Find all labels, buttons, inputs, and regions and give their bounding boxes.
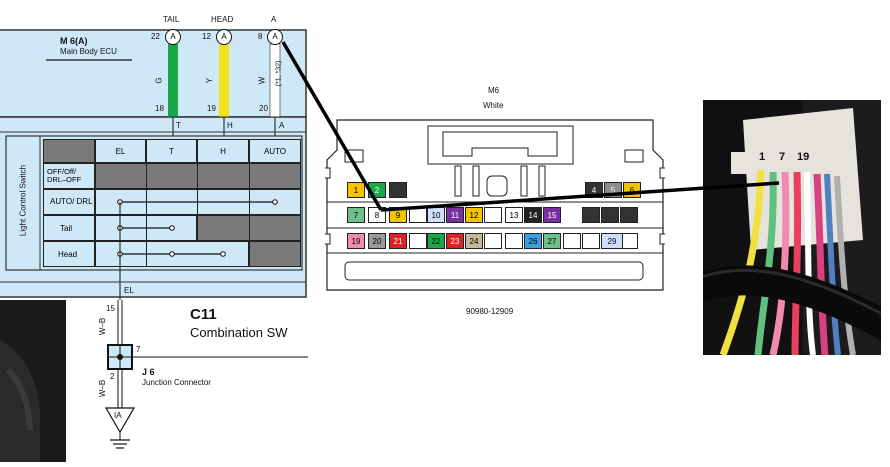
switch-connections bbox=[117, 199, 278, 268]
connector-pin: 12 bbox=[465, 207, 483, 223]
junction-id: J 6 bbox=[142, 367, 155, 377]
connector-pin: 8 bbox=[368, 207, 386, 223]
ecu-id: M 6(A) bbox=[60, 36, 88, 46]
terminal-label-tail: TAIL bbox=[163, 15, 180, 24]
connector-pin: 21 bbox=[389, 233, 407, 249]
table-header-h: H bbox=[197, 139, 249, 163]
dark-photo-fragment bbox=[0, 300, 66, 462]
connector-pin: 26 bbox=[524, 233, 542, 249]
connector-pin: 27 bbox=[543, 233, 561, 249]
connector-pin: 20 bbox=[368, 233, 386, 249]
photo-pin-label-19: 19 bbox=[797, 151, 810, 163]
connector-pin-empty bbox=[620, 207, 638, 223]
connector-part-number: 90980-12909 bbox=[466, 307, 514, 316]
connector-pin: 7 bbox=[347, 207, 365, 223]
connector-pin-empty bbox=[563, 233, 581, 249]
bottom-pin-head: 19 bbox=[207, 104, 216, 113]
connector-pin-empty bbox=[409, 207, 427, 223]
table-row-auto: AUTO/ DRL bbox=[43, 189, 95, 215]
terminal-circle-tail: A bbox=[165, 29, 181, 45]
ecu-name: Main Body ECU bbox=[60, 47, 117, 56]
connector-pin: 9 bbox=[389, 207, 407, 223]
connector-body bbox=[325, 119, 665, 291]
branch-tail: T bbox=[176, 121, 181, 130]
table-header-el: EL bbox=[95, 139, 146, 163]
connector-color-name: White bbox=[483, 101, 504, 110]
connector-pin-empty bbox=[484, 233, 502, 249]
table-corner bbox=[43, 139, 95, 163]
connector-pin-empty bbox=[601, 207, 619, 223]
wire-pin-top: 15 bbox=[106, 304, 115, 313]
connector-pin: 11 bbox=[446, 207, 464, 223]
connector-pin bbox=[389, 182, 407, 198]
bottom-pin-a: 20 bbox=[259, 104, 268, 113]
wire-code-lower: W–B bbox=[98, 379, 108, 398]
junction-pin-right: 7 bbox=[136, 345, 141, 354]
junction-pin-bottom: 2 bbox=[110, 372, 115, 381]
terminal-pin-tail: 22 bbox=[151, 32, 160, 41]
connector-pin: 2 bbox=[368, 182, 386, 198]
harness-photo bbox=[703, 100, 881, 355]
terminal-pin-a: 8 bbox=[258, 32, 263, 41]
cell bbox=[95, 163, 301, 189]
table-row-off: OFF/Off/ DRL–OFF bbox=[43, 163, 95, 189]
connector-pin: 23 bbox=[446, 233, 464, 249]
component-name: Combination SW bbox=[190, 325, 288, 340]
terminal-circle-head: A bbox=[216, 29, 232, 45]
ground-label: IA bbox=[114, 411, 122, 420]
component-id: C11 bbox=[190, 306, 217, 323]
terminal-label-a: A bbox=[271, 15, 277, 24]
branch-head: H bbox=[227, 121, 233, 130]
connector-pin: 15 bbox=[543, 207, 561, 223]
table-row-tail: Tail bbox=[43, 215, 95, 241]
table-row-head: Head bbox=[43, 241, 95, 267]
connector-pin: 4 bbox=[585, 182, 603, 198]
connector-pin: 22 bbox=[427, 233, 445, 249]
connector-pin-empty bbox=[505, 233, 523, 249]
terminal-pin-head: 12 bbox=[202, 32, 211, 41]
terminal-label-head: HEAD bbox=[211, 15, 234, 24]
connector-pin: 29 bbox=[601, 233, 623, 249]
cell bbox=[249, 241, 301, 267]
connector-pin: 10 bbox=[427, 207, 445, 223]
connector-pin: 14 bbox=[524, 207, 542, 223]
junction-name: Junction Connector bbox=[142, 378, 211, 387]
connector-pin-empty bbox=[484, 207, 502, 223]
connector-pin: 24 bbox=[465, 233, 483, 249]
connector-id: M6 bbox=[488, 86, 500, 95]
connector-pin: 6 bbox=[623, 182, 641, 198]
schematic-panel: M 6(A) Main Body ECU TAIL 22 A G 18 T HE… bbox=[0, 0, 308, 300]
terminal-circle-a: A bbox=[267, 29, 283, 45]
connector-pin-empty bbox=[582, 207, 600, 223]
connector-pin: 1 bbox=[347, 182, 365, 198]
lower-schematic bbox=[104, 300, 308, 449]
connector-pin-empty bbox=[409, 233, 427, 249]
table-header-t: T bbox=[146, 139, 197, 163]
photo-pin-label-1: 1 bbox=[759, 151, 766, 163]
connector-pin: 13 bbox=[505, 207, 523, 223]
connector-pin: 5 bbox=[604, 182, 622, 198]
photo-pin-label-7: 7 bbox=[779, 151, 786, 163]
bottom-pin-tail: 18 bbox=[155, 104, 164, 113]
connector-pin-empty bbox=[582, 233, 600, 249]
el-label: EL bbox=[124, 286, 134, 295]
connector-pin: 19 bbox=[347, 233, 365, 249]
wire-code-upper: W–B bbox=[98, 317, 108, 336]
